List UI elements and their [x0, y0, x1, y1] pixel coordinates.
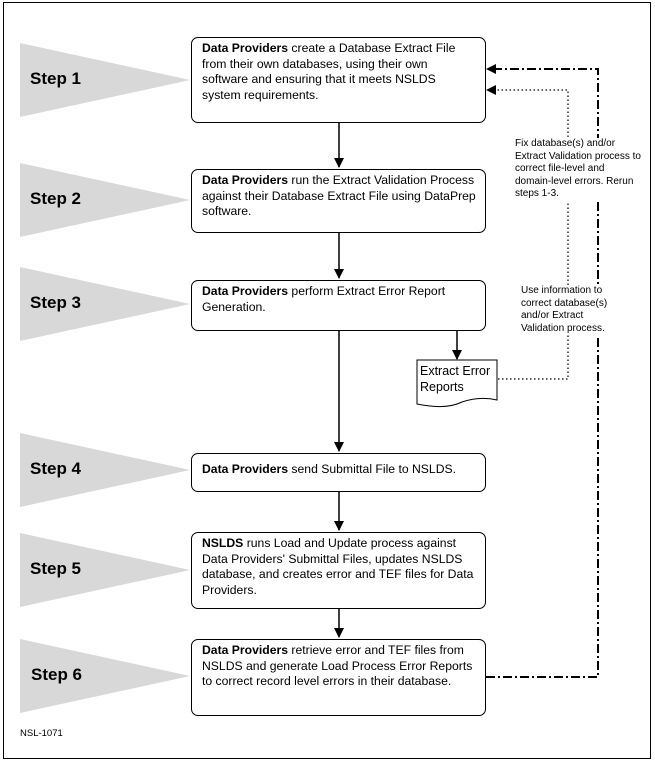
step-2-actor: Data Providers — [202, 173, 289, 187]
step-1-box: Data Providers create a Database Extract… — [191, 37, 486, 123]
step-5-text: runs Load and Update process against Dat… — [202, 536, 474, 597]
step-2-box: Data Providers run the Extract Validatio… — [191, 169, 486, 233]
figure-id: NSL-1071 — [20, 728, 63, 739]
step-6-text: retrieve error and TEF files from NSLDS … — [202, 643, 473, 689]
step-4-label: Step 4 — [30, 459, 82, 478]
step-4-box: Data Providers send Submittal File to NS… — [191, 453, 486, 492]
extract-error-reports-label: Extract Error Reports — [420, 364, 491, 394]
step-3-box: Data Providers perform Extract Error Rep… — [191, 280, 486, 331]
step-6-label: Step 6 — [31, 665, 83, 684]
step-2-text: run the Extract Validation Process again… — [202, 173, 476, 219]
step-5-triangle — [20, 533, 190, 607]
dotted-feedback-line — [486, 85, 569, 380]
step-5-actor: NSLDS — [202, 536, 244, 550]
step-5-box: NSLDS runs Load and Update process again… — [191, 532, 486, 609]
step-6-box: Data Providers retrieve error and TEF fi… — [191, 639, 486, 716]
step-3-text: perform Extract Error Report Generation. — [202, 284, 446, 314]
step-4-actor: Data Providers — [202, 462, 289, 476]
step-3-triangle — [20, 267, 190, 341]
step-1-label: Step 1 — [30, 69, 82, 88]
step-1-actor: Data Providers — [202, 41, 289, 55]
step-5-label: Step 5 — [30, 559, 82, 578]
step-6-triangle — [20, 639, 190, 713]
diagram-frame — [3, 2, 651, 759]
dashed-feedback-line — [486, 64, 599, 678]
step-6-actor: Data Providers — [202, 643, 289, 657]
step-3-label: Step 3 — [30, 293, 82, 312]
step-4-triangle — [20, 433, 190, 507]
step-2-label: Step 2 — [30, 189, 82, 208]
step-4-text: send Submittal File to NSLDS. — [288, 462, 457, 476]
use-information-note: Use information to correct database(s) a… — [521, 285, 619, 336]
extract-error-reports-doc — [416, 359, 498, 408]
step-1-text: create a Database Extract File from thei… — [202, 41, 456, 102]
step-3-actor: Data Providers — [202, 284, 289, 298]
step-1-triangle — [20, 43, 190, 117]
step-2-triangle — [20, 163, 190, 237]
fix-database-note: Fix database(s) and/or Extract Validatio… — [515, 138, 641, 201]
